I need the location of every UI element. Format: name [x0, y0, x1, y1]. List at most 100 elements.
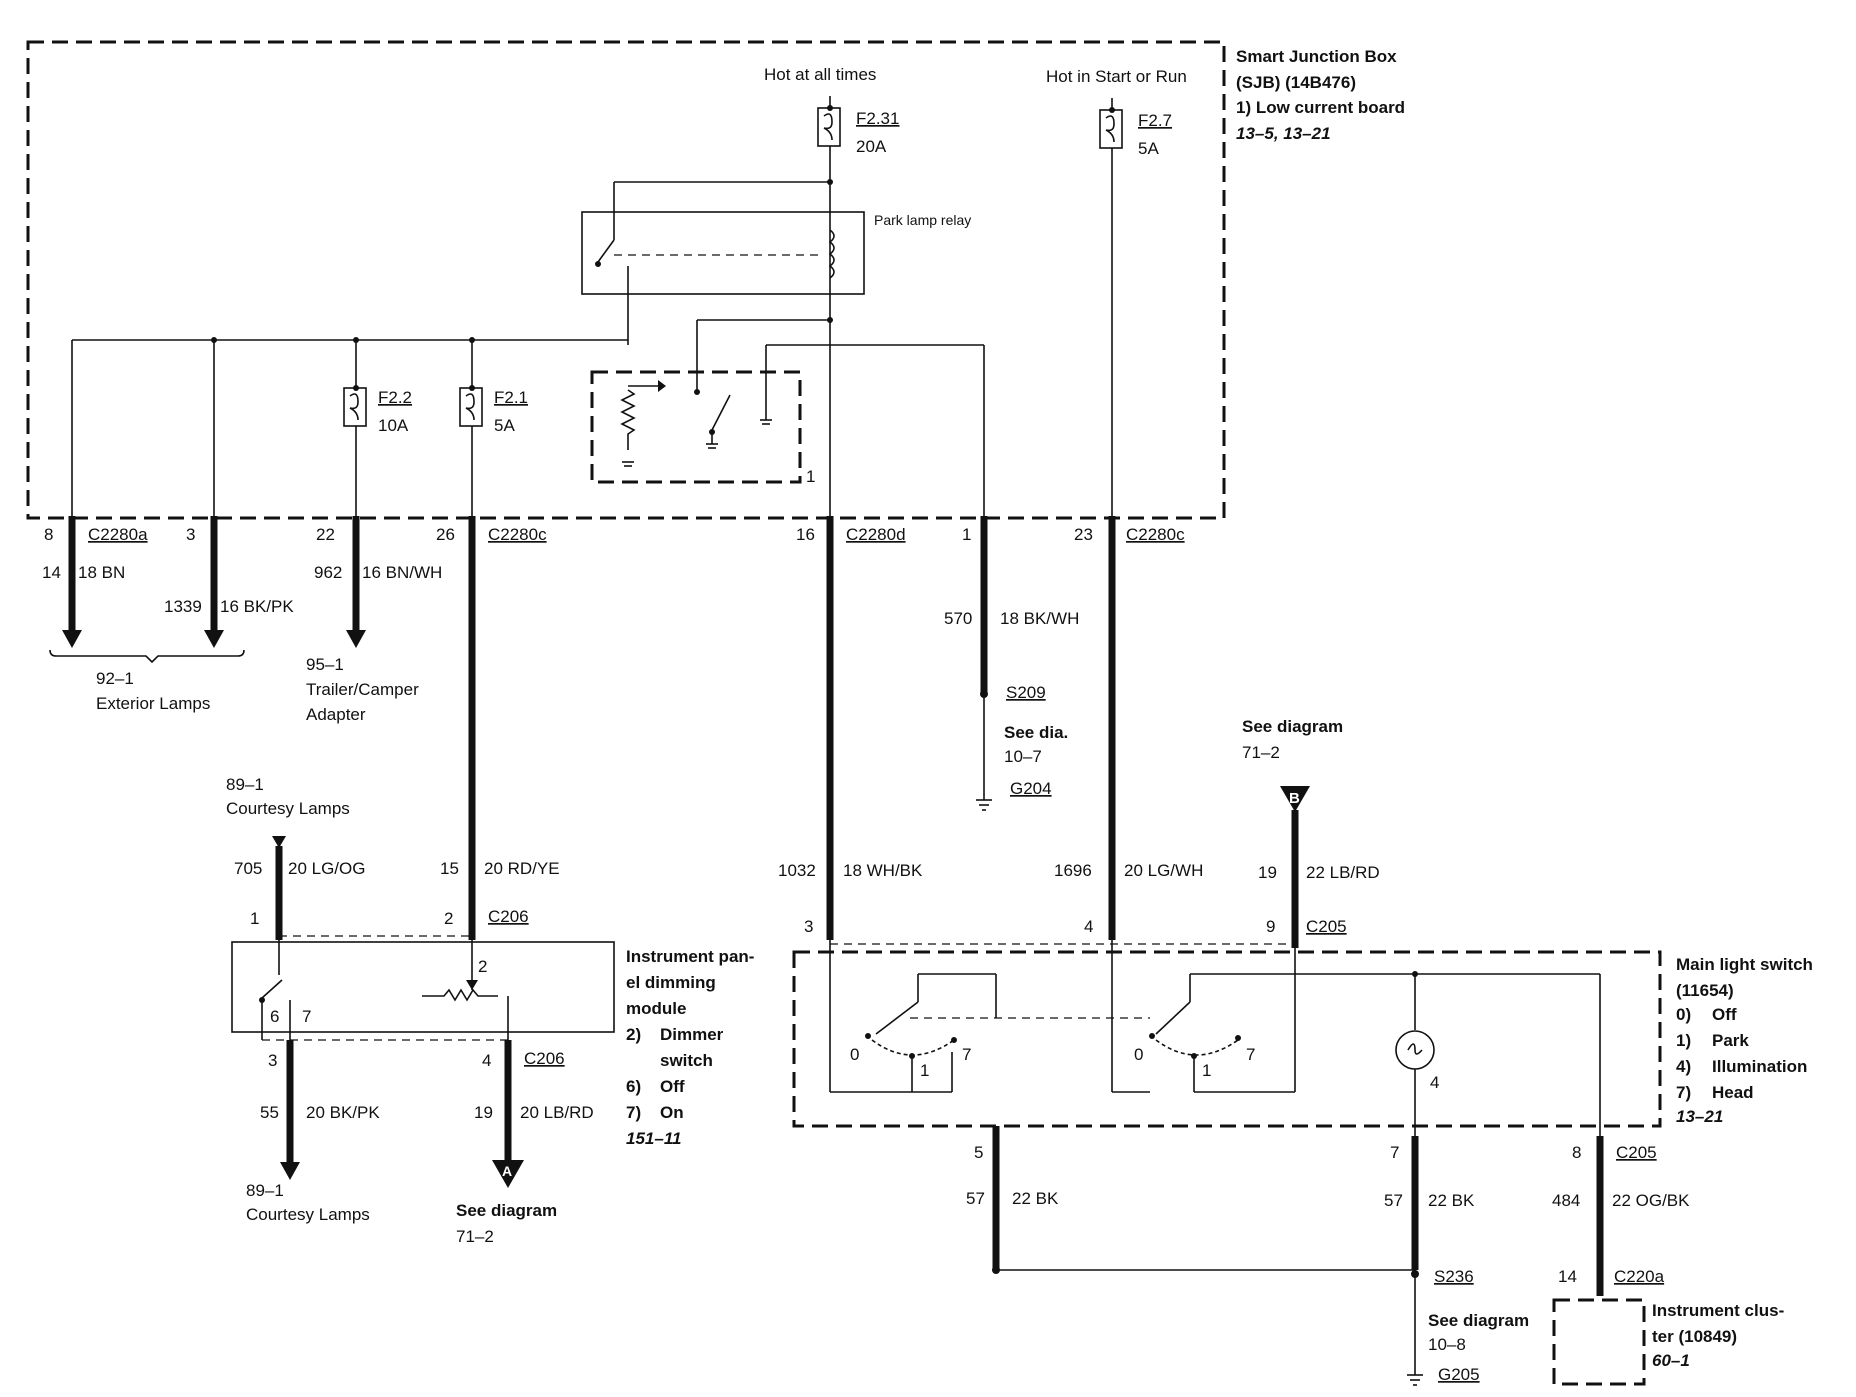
svg-text:10–7: 10–7: [1004, 747, 1042, 766]
svg-text:16 BN/WH: 16 BN/WH: [362, 563, 442, 582]
main-light-switch: 3 4 9 C205 0 1 7: [792, 917, 1813, 1136]
svg-text:55: 55: [260, 1103, 279, 1122]
fuse-f2-2: F2.2 10A: [343, 340, 412, 516]
svg-text:1: 1: [962, 525, 971, 544]
svg-text:57: 57: [1384, 1191, 1403, 1210]
svg-text:7: 7: [302, 1007, 311, 1026]
svg-text:C206: C206: [524, 1049, 565, 1068]
svg-text:B: B: [1289, 790, 1300, 807]
svg-text:95–1: 95–1: [306, 655, 344, 674]
svg-text:71–2: 71–2: [456, 1227, 494, 1246]
svg-text:19: 19: [474, 1103, 493, 1122]
svg-text:16 BK/PK: 16 BK/PK: [220, 597, 294, 616]
svg-text:22 BK: 22 BK: [1012, 1189, 1059, 1208]
wire-15-20rdye: 26 C2280c 15 20 RD/YE: [436, 516, 560, 940]
svg-text:18 BK/WH: 18 BK/WH: [1000, 609, 1079, 628]
svg-text:26: 26: [436, 525, 455, 544]
svg-text:2: 2: [444, 909, 453, 928]
svg-text:On: On: [660, 1103, 684, 1122]
svg-text:20 LB/RD: 20 LB/RD: [520, 1103, 594, 1122]
svg-text:1: 1: [250, 909, 259, 928]
svg-text:0): 0): [1676, 1005, 1691, 1024]
svg-text:22: 22: [316, 525, 335, 544]
svg-text:1): 1): [1676, 1031, 1691, 1050]
sjb-subtitle: (SJB) (14B476): [1236, 73, 1356, 92]
wire-14-18bn: 8 C2280a 14 18 BN: [42, 516, 148, 648]
svg-text:See diagram: See diagram: [456, 1201, 557, 1220]
svg-text:4: 4: [1084, 917, 1093, 936]
svg-text:15: 15: [440, 859, 459, 878]
svg-text:20 LG/WH: 20 LG/WH: [1124, 861, 1203, 880]
svg-text:7: 7: [1246, 1045, 1255, 1064]
svg-text:C2280c: C2280c: [1126, 525, 1185, 544]
svg-text:Courtesy Lamps: Courtesy Lamps: [246, 1205, 370, 1224]
svg-text:C2280c: C2280c: [488, 525, 547, 544]
svg-text:C2280a: C2280a: [88, 525, 148, 544]
wire-962-16bnwh: 22 962 16 BN/WH 95–1 Trailer/Camper Adap…: [306, 516, 442, 724]
svg-text:60–1: 60–1: [1652, 1351, 1690, 1370]
wire-57-22bk-a: 5 57 22 BK: [966, 1126, 1415, 1274]
svg-text:4: 4: [1430, 1073, 1439, 1092]
svg-text:7: 7: [1390, 1143, 1399, 1162]
svg-text:Courtesy Lamps: Courtesy Lamps: [226, 799, 350, 818]
svg-text:4): 4): [1676, 1057, 1691, 1076]
svg-text:1696: 1696: [1054, 861, 1092, 880]
svg-text:7): 7): [626, 1103, 641, 1122]
svg-text:22 BK: 22 BK: [1428, 1191, 1475, 1210]
fuse-f2-7: F2.7 5A: [1099, 98, 1172, 516]
svg-text:See diagram: See diagram: [1242, 717, 1343, 736]
svg-text:89–1: 89–1: [226, 775, 264, 794]
svg-text:22 OG/BK: 22 OG/BK: [1612, 1191, 1690, 1210]
svg-text:705: 705: [234, 859, 262, 878]
svg-text:Off: Off: [1712, 1005, 1737, 1024]
svg-text:0: 0: [850, 1045, 859, 1064]
svg-text:S209: S209: [1006, 683, 1046, 702]
wire-57-22bk-b: 7 57 22 BK S236 See diagram 10–8 G205: [1384, 1136, 1529, 1386]
svg-text:18 WH/BK: 18 WH/BK: [843, 861, 923, 880]
svg-text:0: 0: [1134, 1045, 1143, 1064]
svg-text:6): 6): [626, 1077, 641, 1096]
wire-570-18bkwh: 1 570 18 BK/WH S209 See dia. 10–7 G204: [944, 516, 1079, 811]
svg-text:8: 8: [44, 525, 53, 544]
svg-text:962: 962: [314, 563, 342, 582]
svg-text:See dia.: See dia.: [1004, 723, 1068, 742]
wire-1339-16bkpk: 3 1339 16 BK/PK: [164, 516, 294, 648]
fuse-f2-31: F2.31 20A: [817, 96, 899, 516]
svg-text:Adapter: Adapter: [306, 705, 366, 724]
wire-1032-18whbk: 16 C2280d 1032 18 WH/BK: [778, 516, 923, 940]
svg-text:S236: S236: [1434, 1267, 1474, 1286]
svg-text:el dimming: el dimming: [626, 973, 716, 992]
svg-text:1032: 1032: [778, 861, 816, 880]
svg-text:6: 6: [270, 1007, 279, 1026]
svg-text:484: 484: [1552, 1191, 1580, 1210]
svg-text:14: 14: [42, 563, 61, 582]
svg-text:C206: C206: [488, 907, 529, 926]
connector-b: See diagram 71–2 B 19 22 LB/RD: [1242, 717, 1380, 948]
svg-text:23: 23: [1074, 525, 1093, 544]
wire-705-20lgog: 89–1 Courtesy Lamps 705 20 LG/OG: [226, 775, 365, 940]
sjb-title: Smart Junction Box: [1236, 47, 1397, 66]
svg-text:7): 7): [1676, 1083, 1691, 1102]
svg-text:20 LG/OG: 20 LG/OG: [288, 859, 365, 878]
svg-text:92–1: 92–1: [96, 669, 134, 688]
svg-text:20 RD/YE: 20 RD/YE: [484, 859, 560, 878]
sjb-boundary: [26, 40, 1226, 520]
svg-text:18 BN: 18 BN: [78, 563, 125, 582]
wire-1696-20lgwh: 23 C2280c 1696 20 LG/WH: [1054, 516, 1203, 940]
svg-text:2): 2): [626, 1025, 641, 1044]
svg-text:G205: G205: [1438, 1365, 1480, 1384]
svg-text:1: 1: [806, 467, 815, 486]
svg-text:5A: 5A: [494, 416, 515, 435]
svg-text:(11654): (11654): [1676, 981, 1734, 1000]
svg-text:14: 14: [1558, 1267, 1577, 1286]
exterior-lamps-dest: 92–1 Exterior Lamps: [49, 649, 245, 713]
svg-text:20A: 20A: [856, 137, 887, 156]
svg-text:C205: C205: [1616, 1143, 1657, 1162]
svg-text:Head: Head: [1712, 1083, 1754, 1102]
svg-text:7: 7: [962, 1045, 971, 1064]
svg-text:570: 570: [944, 609, 972, 628]
svg-text:89–1: 89–1: [246, 1181, 284, 1200]
dimming-module: 1 2 C206 6 7 2 Instrument pan- el dimmin…: [231, 907, 754, 1148]
